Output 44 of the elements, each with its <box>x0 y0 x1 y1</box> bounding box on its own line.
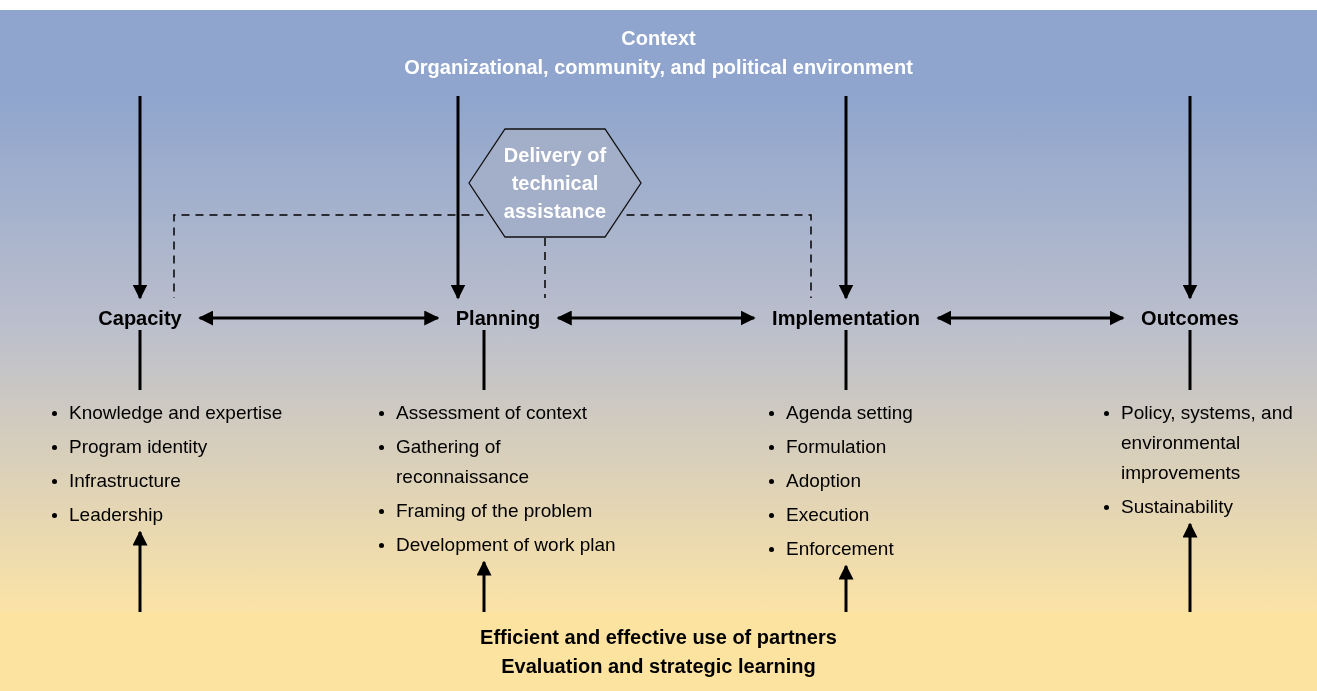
stage-label: Outcomes <box>1141 306 1239 330</box>
band-text: Organizational, community, and political environment <box>404 55 913 80</box>
stage-label: Capacity <box>98 306 182 330</box>
list-item: Agenda setting <box>786 401 914 425</box>
list-item: Adoption <box>786 469 862 493</box>
list-item: Formulation <box>786 435 888 459</box>
hexagon-shape <box>468 128 642 238</box>
list-item: Leadership <box>69 503 165 527</box>
band-heading: Efficient and effective use of partners <box>480 624 837 650</box>
list-item: Knowledge and expertise <box>69 401 284 425</box>
arrow <box>936 310 1125 326</box>
dashed-line <box>544 237 546 299</box>
list-item: Sustainability <box>1121 495 1234 519</box>
stage-label: Planning <box>455 306 541 330</box>
arrow <box>1182 522 1198 612</box>
list-item: Program identity <box>69 435 209 459</box>
arrow <box>132 96 148 300</box>
arrow <box>198 310 440 326</box>
node-text: Delivery of technical assistance <box>502 143 608 224</box>
connector-line <box>482 330 486 390</box>
arrow <box>556 310 756 326</box>
list-item: Enforcement <box>786 537 895 561</box>
band-text: Evaluation and strategic learning <box>501 653 816 679</box>
arrow <box>476 560 492 612</box>
list-item: Framing of the problem <box>396 499 594 523</box>
list-item: Policy, systems, and environmental improvements <box>1121 401 1294 485</box>
context-band <box>0 10 1317 96</box>
arrow <box>838 564 854 612</box>
list-item: Gathering of reconnaissance <box>396 435 531 489</box>
band-heading: Context <box>621 26 696 51</box>
list-item: Development of work plan <box>396 533 617 557</box>
connector-line <box>1188 330 1192 390</box>
arrow <box>132 530 148 612</box>
arrow <box>838 96 854 300</box>
dashed-line <box>625 214 812 299</box>
stage-label: Implementation <box>772 306 920 330</box>
list-item: Execution <box>786 503 871 527</box>
footer-band <box>0 612 1317 691</box>
connector-line <box>844 330 848 390</box>
arrow <box>450 96 466 300</box>
connector-line <box>138 330 142 390</box>
list-item: Assessment of context <box>396 401 589 425</box>
arrow <box>1182 96 1198 300</box>
list-item: Infrastructure <box>69 469 182 493</box>
